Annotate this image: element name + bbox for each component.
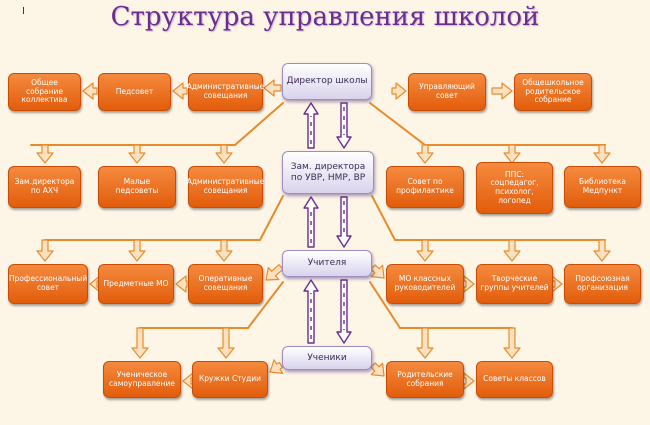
connector-line-22	[369, 102, 426, 146]
hollow-arrow-30	[128, 239, 146, 262]
node-student-government[interactable]: Ученическое самоуправление	[103, 361, 181, 398]
hollow-arrow-49	[416, 327, 434, 359]
hollow-arrow-19	[36, 144, 54, 164]
node-general-meeting-label: Общее собрание коллектива	[21, 78, 68, 105]
hollow-arrow-35	[503, 239, 521, 262]
hollow-arrow-16	[491, 82, 513, 100]
hollow-arrow-34	[416, 239, 434, 262]
node-parent-assembly[interactable]: Общешкольное родительское собрание	[514, 73, 592, 111]
node-prevention-council-label: Совет по профилактике	[396, 177, 454, 195]
node-admin-meetings-2-label: Административные совещания	[186, 177, 265, 195]
page-title: Структура управления школой	[110, 2, 540, 32]
node-teachers[interactable]: Учителя	[282, 250, 372, 277]
hollow-arrow-25	[503, 144, 521, 164]
node-managing-council[interactable]: Управляющий совет	[408, 73, 486, 111]
node-admin-meetings-1-label: Административные совещания	[186, 82, 265, 100]
node-deputy-label: Зам. директора по УВР, НМР, ВР	[290, 162, 366, 183]
connector-line-43	[247, 281, 284, 329]
node-student-government-label: Ученическое самоуправление	[109, 369, 175, 388]
connector-line-47	[369, 281, 401, 329]
node-subject-mo-label: Предметные МО	[103, 278, 169, 288]
node-mo-class-teachers[interactable]: МО классных руководителей	[386, 264, 464, 304]
node-prof-council-label: Профессиональный совет	[8, 274, 88, 292]
node-parent-assembly-label: Общешкольное родительское собрание	[522, 78, 584, 105]
hollow-arrow-24	[416, 144, 434, 164]
node-class-councils[interactable]: Советы классов	[476, 361, 553, 398]
hollow-arrow-26	[593, 144, 611, 164]
node-mo-class-teachers-label: МО классных руководителей	[394, 274, 456, 292]
node-creative-groups[interactable]: Творческие группы учителей	[476, 264, 553, 304]
hollow-arrow-51	[269, 359, 284, 374]
node-small-pedsovets[interactable]: Малые педсоветы	[98, 166, 176, 208]
node-director-label: Директор школы	[286, 76, 368, 87]
hollow-arrow-15	[391, 82, 407, 100]
node-creative-groups-label: Творческие группы учителей	[480, 274, 549, 292]
node-parent-meetings[interactable]: Родительские собрания	[386, 361, 464, 398]
hollow-arrow-12	[263, 79, 282, 97]
node-students-label: Ученики	[307, 352, 347, 363]
node-library-label: Библиотека Медпункт	[578, 177, 626, 195]
hollow-arrow-40	[370, 264, 385, 279]
node-parent-meetings-label: Родительские собрания	[397, 369, 453, 388]
hollow-arrow-46	[217, 327, 235, 359]
node-deputy[interactable]: Зам. директора по УВР, НМР, ВР	[282, 151, 374, 194]
node-operative-meetings[interactable]: Оперативные совещания	[188, 264, 263, 304]
node-managing-council-label: Управляющий совет	[419, 82, 475, 100]
node-prevention-council[interactable]: Совет по профилактике	[386, 166, 464, 208]
node-pedsovet[interactable]: Педсовет	[98, 73, 171, 111]
node-union[interactable]: Профсоюзная организация	[564, 264, 641, 304]
hollow-arrow-37	[265, 264, 284, 281]
node-clubs[interactable]: Кружки Студии	[192, 361, 268, 398]
node-deputy-ahch[interactable]: Зам.директора по АХЧ	[8, 166, 81, 208]
node-clubs-label: Кружки Студии	[198, 374, 262, 384]
corner-mark: I	[22, 6, 25, 17]
hollow-arrow-29	[36, 239, 54, 262]
hollow-arrow-36	[593, 239, 611, 262]
node-admin-meetings-1[interactable]: Административные совещания	[186, 73, 265, 111]
hollow-arrow-38	[175, 275, 188, 293]
hollow-arrow-13	[172, 82, 188, 100]
connector-line-17	[234, 102, 284, 146]
node-operative-meetings-label: Оперативные совещания	[198, 274, 253, 292]
hollow-arrow-14	[82, 82, 98, 100]
hollow-arrow-42	[551, 275, 563, 293]
hollow-arrow-50	[503, 327, 521, 359]
node-union-label: Профсоюзная организация	[575, 274, 630, 292]
node-subject-mo[interactable]: Предметные МО	[98, 264, 174, 304]
node-admin-meetings-2[interactable]: Административные совещания	[186, 166, 265, 208]
node-general-meeting[interactable]: Общее собрание коллектива	[8, 73, 81, 111]
node-pedsovet-label: Педсовет	[115, 86, 154, 96]
node-class-councils-label: Советы классов	[483, 374, 546, 384]
hollow-arrow-54	[463, 372, 475, 390]
connector-line-27	[259, 195, 284, 241]
hollow-arrow-21	[215, 144, 233, 164]
node-prof-council[interactable]: Профессиональный совет	[8, 264, 88, 304]
node-library[interactable]: Библиотека Медпункт	[564, 166, 641, 208]
node-deputy-ahch-label: Зам.директора по АХЧ	[14, 177, 75, 195]
hollow-arrow-20	[128, 144, 146, 164]
hollow-arrow-45	[131, 327, 149, 359]
node-pps-label: ППС: соцпедагог, психолог, логопед	[490, 169, 539, 205]
connector-line-32	[371, 195, 396, 241]
node-director[interactable]: Директор школы	[282, 63, 372, 100]
node-pps[interactable]: ППС: соцпедагог, психолог, логопед	[476, 162, 553, 214]
node-students[interactable]: Ученики	[282, 346, 372, 370]
hollow-arrow-31	[215, 239, 233, 262]
node-teachers-label: Учителя	[307, 258, 347, 269]
hollow-arrow-53	[370, 362, 385, 377]
hollow-arrow-41	[463, 275, 475, 293]
node-small-pedsovets-label: Малые педсоветы	[115, 177, 159, 195]
